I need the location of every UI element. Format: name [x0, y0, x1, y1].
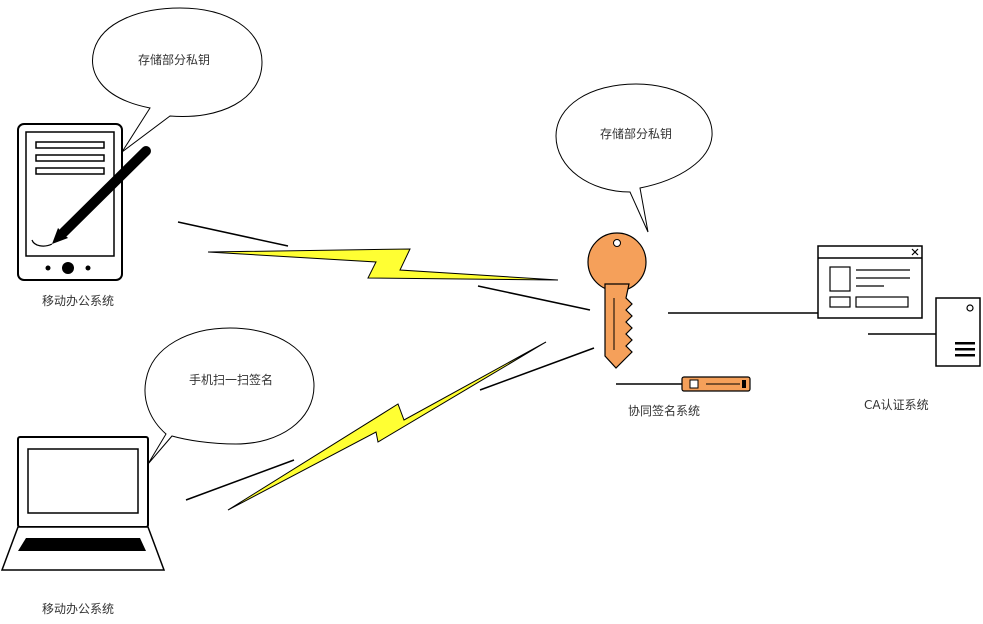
speech-bubble-phone	[92, 7, 263, 153]
speech-bubble-key	[555, 83, 713, 233]
usb-token-icon	[681, 376, 751, 392]
laptop-icon	[0, 436, 166, 571]
phone-device-icon	[17, 123, 123, 281]
connection-lines	[177, 221, 936, 501]
bubble-text-key: 存储部分私钥	[600, 127, 673, 141]
server-icon	[935, 297, 981, 367]
bubble-text-phone: 存储部分私钥	[138, 53, 211, 67]
label-cosign-system: 协同签名系统	[628, 404, 701, 418]
label-laptop-system: 移动办公系统	[42, 602, 115, 616]
key-icon	[587, 232, 647, 369]
bubble-text-laptop: 手机扫一扫签名	[188, 373, 273, 387]
lightning-bolt-upper	[207, 248, 559, 281]
lightning-bolt-lower	[227, 341, 547, 511]
label-phone-system: 移动办公系统	[42, 294, 115, 308]
stylus-pen-icon	[31, 146, 151, 247]
ca-window-icon	[817, 245, 923, 319]
label-ca-system: CA认证系统	[864, 398, 929, 412]
speech-bubble-laptop	[144, 327, 315, 465]
